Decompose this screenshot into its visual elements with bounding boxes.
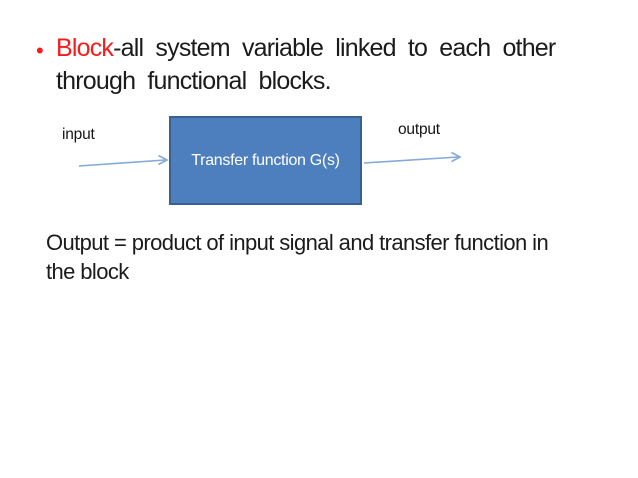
- bullet-text: Block-all system variable linked to each…: [56, 32, 608, 98]
- body-text: Output = product of input signal and tra…: [46, 230, 549, 284]
- input-arrow: [78, 154, 169, 167]
- output-arrow: [363, 151, 462, 164]
- input-label: input: [62, 126, 95, 143]
- bullet-marker: •: [36, 38, 44, 63]
- transfer-function-label: Transfer function G(s): [191, 151, 340, 169]
- output-label: output: [398, 121, 440, 138]
- transfer-function-block: Transfer function G(s): [169, 116, 362, 205]
- bullet-rest: -all system variable linked to each othe…: [56, 34, 556, 95]
- bullet-keyword: Block: [56, 34, 114, 62]
